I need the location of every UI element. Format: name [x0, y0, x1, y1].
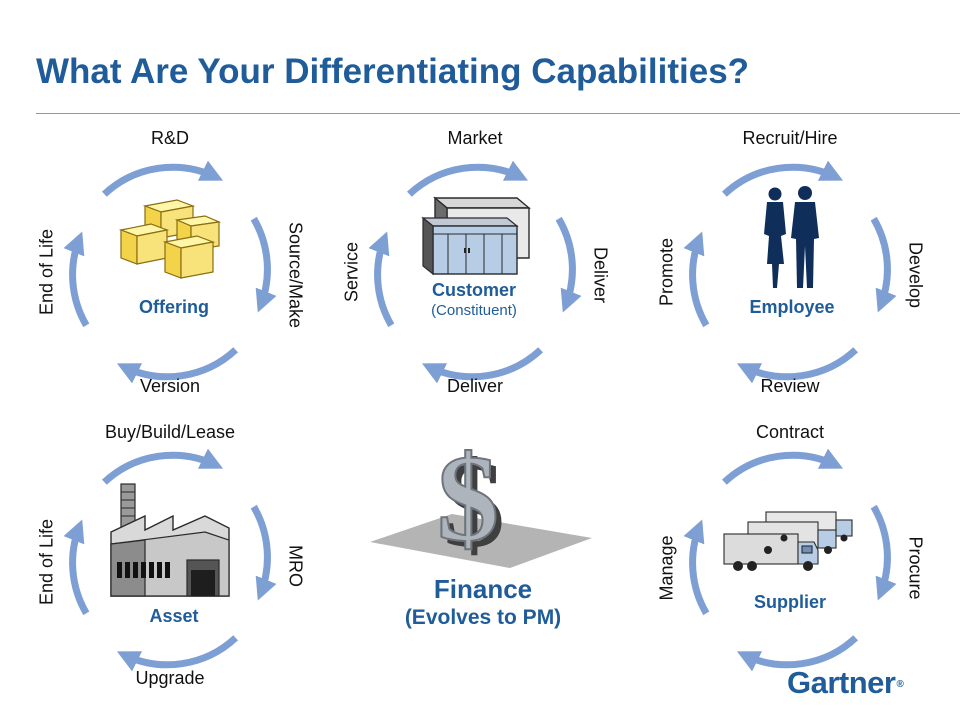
customer-center-label: Customer: [431, 280, 517, 300]
employee-cycle-arrows: [683, 160, 897, 384]
employee-left-label: Promote: [656, 237, 677, 307]
customer-left-label: Service: [341, 241, 362, 303]
asset-top-label: Buy/Build/Lease: [104, 422, 236, 442]
page-title: What Are Your Differentiating Capabiliti…: [36, 52, 750, 91]
employee-center-label: Employee: [749, 297, 835, 317]
customer-bottom-label: Deliver: [446, 376, 504, 396]
trucks-icon: [723, 511, 853, 571]
supplier-center-label: Supplier: [753, 592, 827, 612]
factory-icon: [110, 483, 230, 597]
supplier-left-label: Manage: [656, 535, 677, 601]
gartner-logo: Gartner®: [787, 665, 904, 701]
asset-right-label: MRO: [285, 545, 306, 587]
employee-top-label: Recruit/Hire: [742, 128, 838, 148]
supplier-cycle: Contract Procure Manage Supplier: [630, 410, 950, 710]
asset-left-label: End of Life: [36, 518, 57, 606]
offering-cycle-arrows: [63, 160, 277, 384]
customer-cycle: Market Deliver Deliver Service Customer …: [315, 122, 635, 422]
asset-cycle: Buy/Build/Lease MRO Upgrade End of Life …: [10, 410, 330, 710]
customer-cycle-arrows: [368, 160, 582, 384]
offering-center-label: Offering: [139, 297, 209, 317]
offering-cycle: R&D Source/Make Version End of Life Offe…: [10, 122, 330, 422]
finance-subtitle: (Evolves to PM): [404, 606, 562, 629]
title-divider: [36, 113, 960, 114]
registered-mark: ®: [896, 679, 904, 691]
employee-right-label: Develop: [905, 241, 926, 309]
customer-subtitle: (Constituent): [431, 302, 517, 319]
gartner-logo-text: Gartner: [787, 665, 896, 700]
offering-left-label: End of Life: [36, 228, 57, 316]
supplier-cycle-arrows: [683, 448, 897, 672]
svg-text:$: $: [443, 436, 505, 570]
asset-center-label: Asset: [149, 606, 199, 626]
svg-text:$: $: [437, 430, 499, 567]
offering-bottom-label: Version: [139, 376, 201, 396]
supplier-top-label: Contract: [755, 422, 825, 442]
dollar-icon: $ $: [370, 430, 592, 570]
finance-title: Finance: [433, 574, 533, 604]
employee-bottom-label: Review: [760, 376, 820, 396]
offering-top-label: R&D: [150, 128, 190, 148]
building-icon: [421, 196, 531, 276]
offering-right-label: Source/Make: [285, 221, 306, 329]
finance-label: Finance (Evolves to PM): [405, 574, 561, 632]
boxes-icon: [118, 199, 222, 279]
customer-top-label: Market: [447, 128, 503, 148]
asset-cycle-arrows: [63, 448, 277, 672]
people-icon: [764, 186, 819, 288]
employee-cycle: Recruit/Hire Develop Review Promote Empl…: [630, 122, 950, 422]
asset-bottom-label: Upgrade: [135, 668, 205, 688]
customer-right-label: Deliver: [590, 246, 611, 304]
supplier-right-label: Procure: [905, 536, 926, 600]
